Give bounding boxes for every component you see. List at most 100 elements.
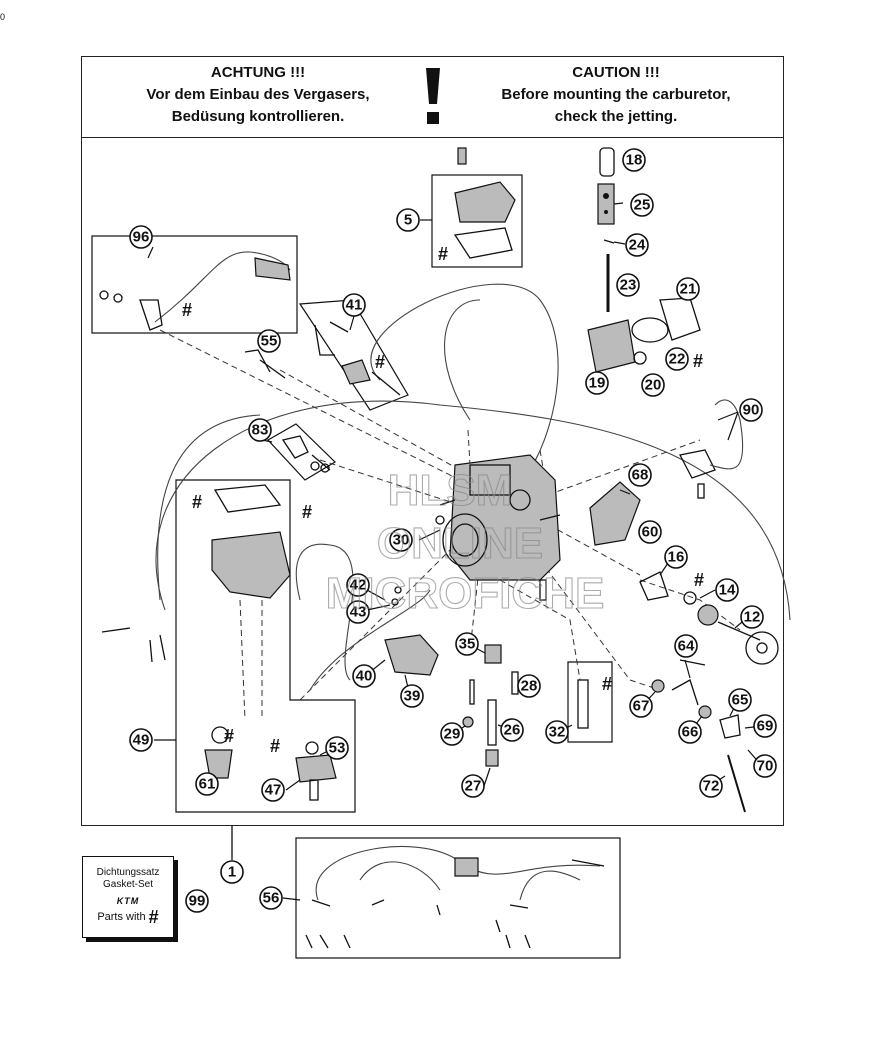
svg-text:83: 83: [252, 422, 269, 439]
box-part-83: [267, 423, 336, 481]
watermark-line2: ONLINE: [377, 519, 543, 568]
callout-35: 35: [455, 632, 479, 656]
hash-symbol-61: #: [224, 726, 234, 746]
hash-symbol-49-top: #: [192, 492, 202, 512]
svg-text:72: 72: [703, 778, 720, 795]
svg-text:47: 47: [265, 782, 282, 799]
callout-1: 1: [220, 860, 244, 884]
watermark-line3: MICROFICHE: [326, 569, 605, 618]
callout-21: 21: [676, 277, 700, 301]
svg-text:70: 70: [757, 758, 774, 775]
callout-26: 26: [500, 718, 524, 742]
callout-55: 55: [257, 329, 281, 353]
callout-12: 12: [740, 605, 764, 629]
hash-symbol-83: #: [302, 502, 312, 522]
svg-text:99: 99: [189, 893, 206, 910]
svg-text:60: 60: [642, 524, 659, 541]
svg-text:49: 49: [133, 732, 150, 749]
parts-with-text: Parts with: [97, 911, 146, 923]
callout-23: 23: [616, 273, 640, 297]
hash-symbol-47: #: [270, 736, 280, 756]
callout-90: 90: [739, 398, 763, 422]
callout-16: 16: [664, 545, 688, 569]
warning-english-line2: check the jetting.: [554, 108, 678, 125]
svg-text:26: 26: [504, 722, 521, 739]
callout-53: 53: [325, 736, 349, 760]
warning-english-line1: Before mounting the carburetor,: [501, 86, 731, 103]
svg-text:96: 96: [133, 229, 150, 246]
svg-text:35: 35: [459, 636, 476, 653]
callout-27: 27: [461, 774, 485, 798]
svg-text:12: 12: [744, 609, 761, 626]
callout-14: 14: [715, 578, 739, 602]
svg-text:64: 64: [678, 638, 695, 655]
svg-text:19: 19: [589, 375, 606, 392]
warning-german-title: ACHTUNG !!!: [210, 64, 306, 81]
exclamation-icon: [426, 68, 440, 124]
callout-39: 39: [400, 684, 424, 708]
callout-30: 30: [389, 528, 413, 552]
hash-symbol-22: #: [693, 351, 703, 371]
parts-with-label: Parts with #: [83, 908, 173, 926]
warning-panel: ACHTUNG !!! Vor dem Einbau des Vergasers…: [81, 56, 784, 138]
svg-text:28: 28: [521, 678, 538, 695]
svg-text:21: 21: [680, 281, 697, 298]
page-id: 0: [0, 12, 6, 22]
svg-text:42: 42: [350, 577, 367, 594]
box-part-49: [175, 479, 356, 813]
box-part-96: [91, 235, 298, 334]
svg-text:16: 16: [668, 549, 685, 566]
box-part-56: [295, 837, 621, 959]
callout-41: 41: [342, 293, 366, 317]
callout-47: 47: [261, 778, 285, 802]
gasket-set-line1: Dichtungssatz: [96, 867, 160, 878]
callout-67: 67: [629, 694, 653, 718]
gasket-set-line2: Gasket-Set: [102, 879, 154, 890]
svg-text:20: 20: [645, 377, 662, 394]
callout-29: 29: [440, 722, 464, 746]
parts-with-symbol: #: [148, 907, 159, 928]
callout-64: 64: [674, 634, 698, 658]
svg-text:68: 68: [632, 467, 649, 484]
callout-49: 49: [129, 728, 153, 752]
callout-40: 40: [352, 664, 376, 688]
callout-69: 69: [753, 714, 777, 738]
svg-text:69: 69: [757, 718, 774, 735]
callout-24: 24: [625, 233, 649, 257]
callout-22: 22: [665, 347, 689, 371]
hash-symbol-5: #: [438, 244, 448, 264]
callout-60: 60: [638, 520, 662, 544]
callout-19: 19: [585, 371, 609, 395]
box-part-5: [431, 174, 523, 268]
svg-text:32: 32: [549, 724, 566, 741]
ktm-logo: KTM: [116, 896, 140, 906]
gasket-set-box: Dichtungssatz Gasket-Set KTM Parts with …: [82, 856, 178, 942]
carburetor-body: [439, 454, 561, 581]
svg-text:24: 24: [629, 237, 646, 254]
svg-text:67: 67: [633, 698, 650, 715]
svg-text:39: 39: [404, 688, 421, 705]
svg-text:90: 90: [743, 402, 760, 419]
callout-70: 70: [753, 754, 777, 778]
svg-text:1: 1: [228, 864, 236, 881]
callout-42: 42: [346, 573, 370, 597]
callout-99: 99: [185, 889, 209, 913]
svg-text:25: 25: [634, 197, 651, 214]
callout-20: 20: [641, 373, 665, 397]
svg-text:53: 53: [329, 740, 346, 757]
svg-text:23: 23: [620, 277, 637, 294]
callout-5: 5: [396, 208, 420, 232]
warning-german: ACHTUNG !!! Vor dem Einbau des Vergasers…: [93, 62, 423, 128]
callout-96: 96: [129, 225, 153, 249]
callout-65: 65: [728, 688, 752, 712]
watermark: HLSM ONLINE MICROFICHE: [325, 465, 605, 618]
svg-text:40: 40: [356, 668, 373, 685]
warning-german-line1: Vor dem Einbau des Vergasers,: [146, 86, 370, 103]
callout-18: 18: [622, 148, 646, 172]
svg-text:27: 27: [465, 778, 482, 795]
callout-61: 61: [195, 772, 219, 796]
hash-symbol-32: #: [602, 674, 612, 694]
callout-66: 66: [678, 720, 702, 744]
callout-72: 72: [699, 774, 723, 798]
